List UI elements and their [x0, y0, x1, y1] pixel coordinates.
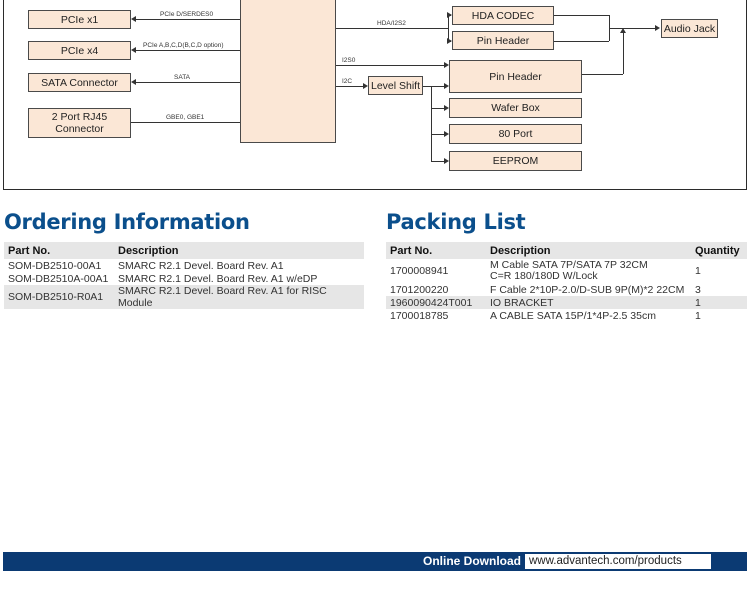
table-row: SOM-DB2510-R0A1 SMARC R2.1 Devel. Board …	[4, 285, 364, 309]
table-row: 1960090424T001 IO BRACKET 1	[386, 296, 747, 309]
col-description: Description	[114, 242, 364, 259]
part-no-cell: 1701200220	[390, 283, 449, 296]
part-no-cell: SOM-DB2510-R0A1	[4, 285, 114, 309]
quantity-cell: 1	[691, 296, 747, 309]
col-part-no: Part No.	[4, 242, 114, 259]
pin-header-top-block: Pin Header	[452, 31, 554, 50]
description-cell: F Cable 2*10P-2.0/D-SUB 9P(M)*2 22CM	[490, 283, 685, 296]
table-row: SOM-DB2510-00A1 SMARC R2.1 Devel. Board …	[4, 259, 364, 272]
ordering-table: Part No. Description SOM-DB2510-00A1 SMA…	[4, 242, 364, 309]
table-row: 1700018785 A CABLE SATA 15P/1*4P-2.5 35c…	[386, 309, 747, 322]
quantity-cell: 1	[695, 309, 701, 322]
sata-connector-block: SATA Connector	[28, 73, 131, 92]
center-module-block	[240, 0, 336, 143]
wafer-box-block: Wafer Box	[449, 98, 582, 118]
level-shift-block: Level Shift	[368, 76, 423, 95]
table-row: 1701200220 F Cable 2*10P-2.0/D-SUB 9P(M)…	[386, 283, 747, 296]
pin-header-block: Pin Header	[449, 60, 582, 93]
i2s0-label: I2S0	[342, 57, 356, 64]
description-cell: A CABLE SATA 15P/1*4P-2.5 35cm	[490, 309, 656, 322]
ordering-info-title: Ordering Information	[4, 210, 250, 234]
packing-list-title: Packing List	[386, 210, 526, 234]
hda-codec-block: HDA CODEC	[452, 6, 554, 25]
pcie-abcd-label: PCIe A,B,C,D(B,C,D option)	[143, 42, 224, 49]
hda-i2s2-label: HDA/I2S2	[377, 20, 406, 27]
table-header-row: Part No. Description	[4, 242, 364, 259]
part-no-cell: 1700018785	[390, 309, 449, 322]
audio-jack-block: Audio Jack	[661, 19, 718, 38]
download-url-link[interactable]: www.advantech.com/products	[525, 554, 711, 569]
gbe-label: GBE0, GBE1	[166, 114, 205, 121]
description-cell: IO BRACKET	[486, 296, 691, 309]
description-cell: SMARC R2.1 Devel. Board Rev. A1	[118, 259, 284, 272]
table-row: 1700008941 M Cable SATA 7P/SATA 7P 32CM …	[386, 259, 747, 283]
table-row: SOM-DB2510A-00A1 SMARC R2.1 Devel. Board…	[4, 272, 364, 285]
pcie-x1-block: PCIe x1	[28, 10, 131, 29]
part-no-cell: 1960090424T001	[386, 296, 486, 309]
footer-bar: Online Download www.advantech.com/produc…	[3, 552, 747, 571]
quantity-cell: 3	[695, 283, 701, 296]
pcie-x4-block: PCIe x4	[28, 41, 131, 60]
rj45-connector-block: 2 Port RJ45 Connector	[28, 108, 131, 138]
pcie-d-serdes0-label: PCIe D/SERDES0	[160, 11, 214, 18]
col-part-no: Part No.	[386, 242, 486, 259]
quantity-cell: 1	[695, 265, 701, 277]
description-cell: M Cable SATA 7P/SATA 7P 32CM C=R 180/180…	[490, 259, 648, 282]
port80-block: 80 Port	[449, 124, 582, 144]
part-no-cell: SOM-DB2510-00A1	[8, 259, 102, 272]
block-diagram: PCIe x1 PCIe x4 SATA Connector 2 Port RJ…	[3, 0, 747, 190]
col-quantity: Quantity	[691, 242, 747, 259]
description-cell: SMARC R2.1 Devel. Board Rev. A1 w/eDP	[118, 272, 318, 285]
part-no-cell: 1700008941	[390, 265, 449, 277]
description-cell: SMARC R2.1 Devel. Board Rev. A1 for RISC…	[114, 285, 364, 309]
packing-table: Part No. Description Quantity 1700008941…	[386, 242, 747, 322]
eeprom-block: EEPROM	[449, 151, 582, 171]
sata-label: SATA	[174, 74, 191, 81]
i2c-label: I2C	[342, 78, 353, 85]
part-no-cell: SOM-DB2510A-00A1	[8, 272, 109, 285]
online-download-label: Online Download	[423, 554, 521, 568]
col-description: Description	[486, 242, 691, 259]
table-header-row: Part No. Description Quantity	[386, 242, 747, 259]
